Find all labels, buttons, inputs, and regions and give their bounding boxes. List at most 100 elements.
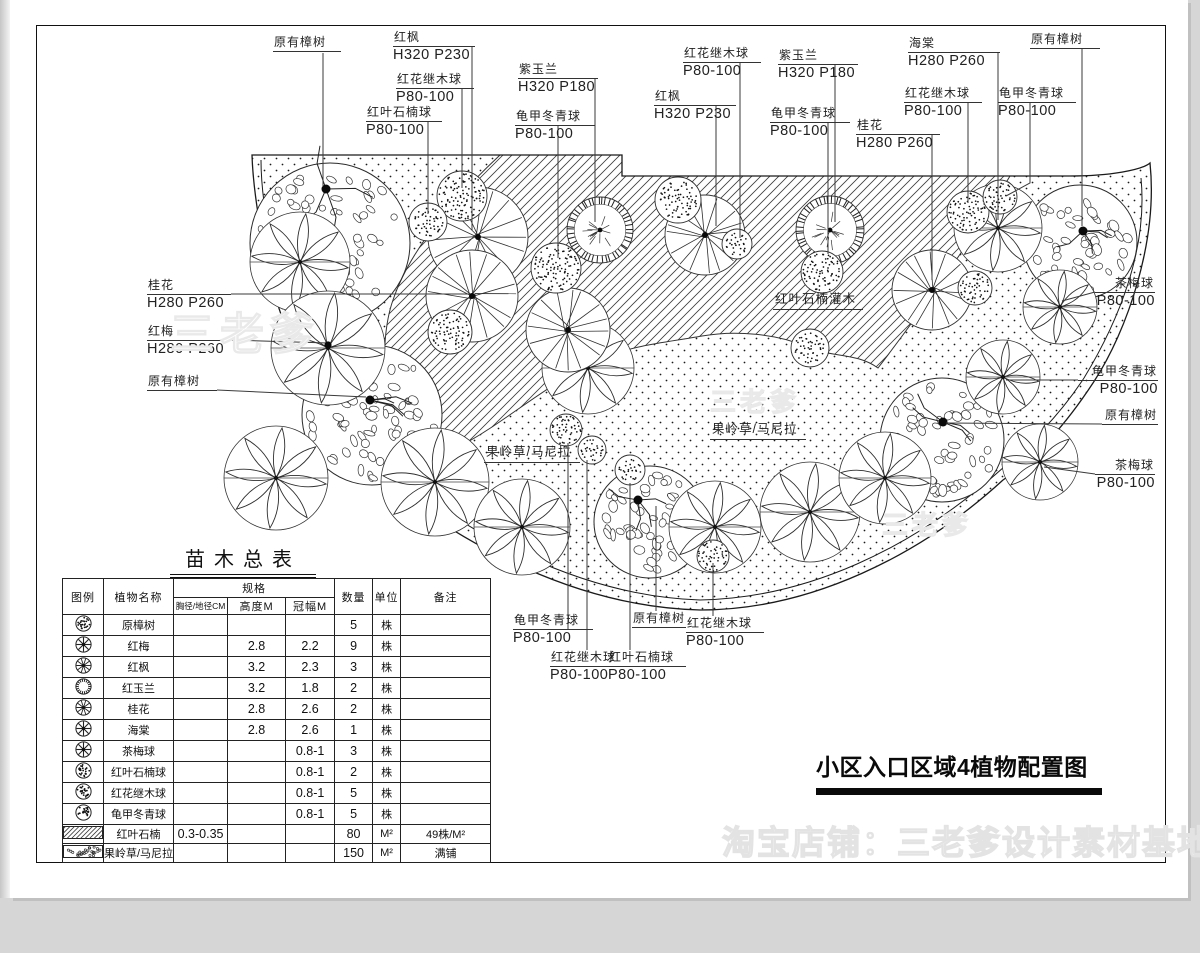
fringe-legend-icon <box>74 678 92 695</box>
schedule-cell: 9 <box>334 635 374 657</box>
tree-symbol-stipple <box>957 270 993 306</box>
plant-name: 红叶石楠球 <box>366 106 442 122</box>
leader-line <box>1005 102 1031 197</box>
plant-spec: H320 P230 <box>654 105 732 122</box>
schedule-cell <box>62 843 104 863</box>
schedule-cell <box>62 614 104 636</box>
plant-spec: P80-100 <box>550 666 609 683</box>
schedule-cell: 株 <box>372 635 402 657</box>
tree-symbol-flower <box>249 211 351 313</box>
schedule-cell: 株 <box>372 782 402 804</box>
plant-name: 红花继木球 <box>396 73 474 89</box>
schedule-cell <box>62 761 104 783</box>
plant-name: 红梅 <box>147 325 231 341</box>
tree-symbol-stipple <box>696 539 730 573</box>
plant-name: 原有樟树 <box>147 375 217 391</box>
title-underline-bar <box>816 788 1102 795</box>
plant-name: 红枫 <box>654 90 736 106</box>
schedule-cell <box>285 614 336 636</box>
schedule-cell: 0.8-1 <box>285 740 336 762</box>
leader-line <box>216 389 367 398</box>
tree-symbol-stipple <box>800 250 844 294</box>
plant-spec: P80-100 <box>396 88 455 105</box>
tree-symbol-stipple <box>790 328 830 368</box>
schedule-cell <box>400 656 492 678</box>
schedule-cell <box>227 614 287 636</box>
schedule-cell <box>173 635 229 657</box>
plant-spec: P80-100 <box>686 632 745 649</box>
plant-name: 红花继木球 <box>683 47 761 63</box>
plant-callout: 原有樟树 <box>1102 409 1158 425</box>
radial-legend-icon <box>74 657 92 674</box>
plant-name: 龟甲冬青球 <box>998 87 1076 103</box>
schedule-cell: 49株/M² <box>400 824 492 844</box>
schedule-cell <box>285 824 336 844</box>
plant-name: 红叶石楠球 <box>608 651 686 667</box>
schedule-header-cell: 胸径/地径CM <box>173 597 229 615</box>
tree-symbol-flower <box>1001 423 1079 501</box>
stipple-legend-icon <box>74 783 92 800</box>
tree-symbol-fringe <box>566 196 634 264</box>
schedule-cell <box>227 740 287 762</box>
tree-symbol-flower <box>473 478 571 576</box>
tree-symbol-flower <box>223 425 329 531</box>
schedule-cell: 3.2 <box>227 677 287 699</box>
plant-spec: P80-100 <box>515 125 574 142</box>
schedule-cell: 株 <box>372 719 402 741</box>
schedule-cell <box>62 656 104 678</box>
schedule-cell: 2.6 <box>285 698 336 720</box>
schedule-cell: 2.8 <box>227 635 287 657</box>
stipple-legend-icon <box>74 762 92 779</box>
schedule-cell: 2.3 <box>285 656 336 678</box>
plant-spec: P80-100 <box>366 121 425 138</box>
schedule-cell <box>62 635 104 657</box>
tree-symbol-flower <box>965 339 1041 415</box>
schedule-cell <box>173 698 229 720</box>
tree-symbol-stipple <box>721 228 753 260</box>
schedule-cell: 3.2 <box>227 656 287 678</box>
plant-name: 红花继木球 <box>686 617 764 633</box>
plant-name: 桂花 <box>856 119 940 135</box>
schedule-cell: 5 <box>334 782 374 804</box>
schedule-cell <box>173 656 229 678</box>
plant-name: 紫玉兰 <box>778 49 858 65</box>
schedule-cell: 0.8-1 <box>285 782 336 804</box>
stipple-legend-icon <box>74 804 92 821</box>
schedule-cell: 5 <box>334 614 374 636</box>
schedule-cell: 株 <box>372 614 402 636</box>
schedule-cell: 150 <box>334 843 374 863</box>
schedule-cell: 茶梅球 <box>102 740 175 762</box>
schedule-cell: 2.8 <box>227 698 287 720</box>
plant-spec: P80-100 <box>1096 474 1155 491</box>
tree-symbol-stipple <box>530 242 582 294</box>
schedule-cell <box>173 614 229 636</box>
plant-spec: H280 P260 <box>856 134 934 151</box>
leader-end-dot <box>324 341 332 349</box>
schedule-header-cell: 规格 <box>173 578 336 598</box>
schedule-cell: 株 <box>372 740 402 762</box>
cloud-legend-icon <box>74 615 92 632</box>
radial-legend-icon <box>74 699 92 716</box>
schedule-cell: 海棠 <box>102 719 175 741</box>
schedule-cell <box>62 824 104 844</box>
plant-callout: 原有樟树 <box>147 375 217 391</box>
schedule-cell: 3 <box>334 740 374 762</box>
schedule-cell: 2 <box>334 761 374 783</box>
